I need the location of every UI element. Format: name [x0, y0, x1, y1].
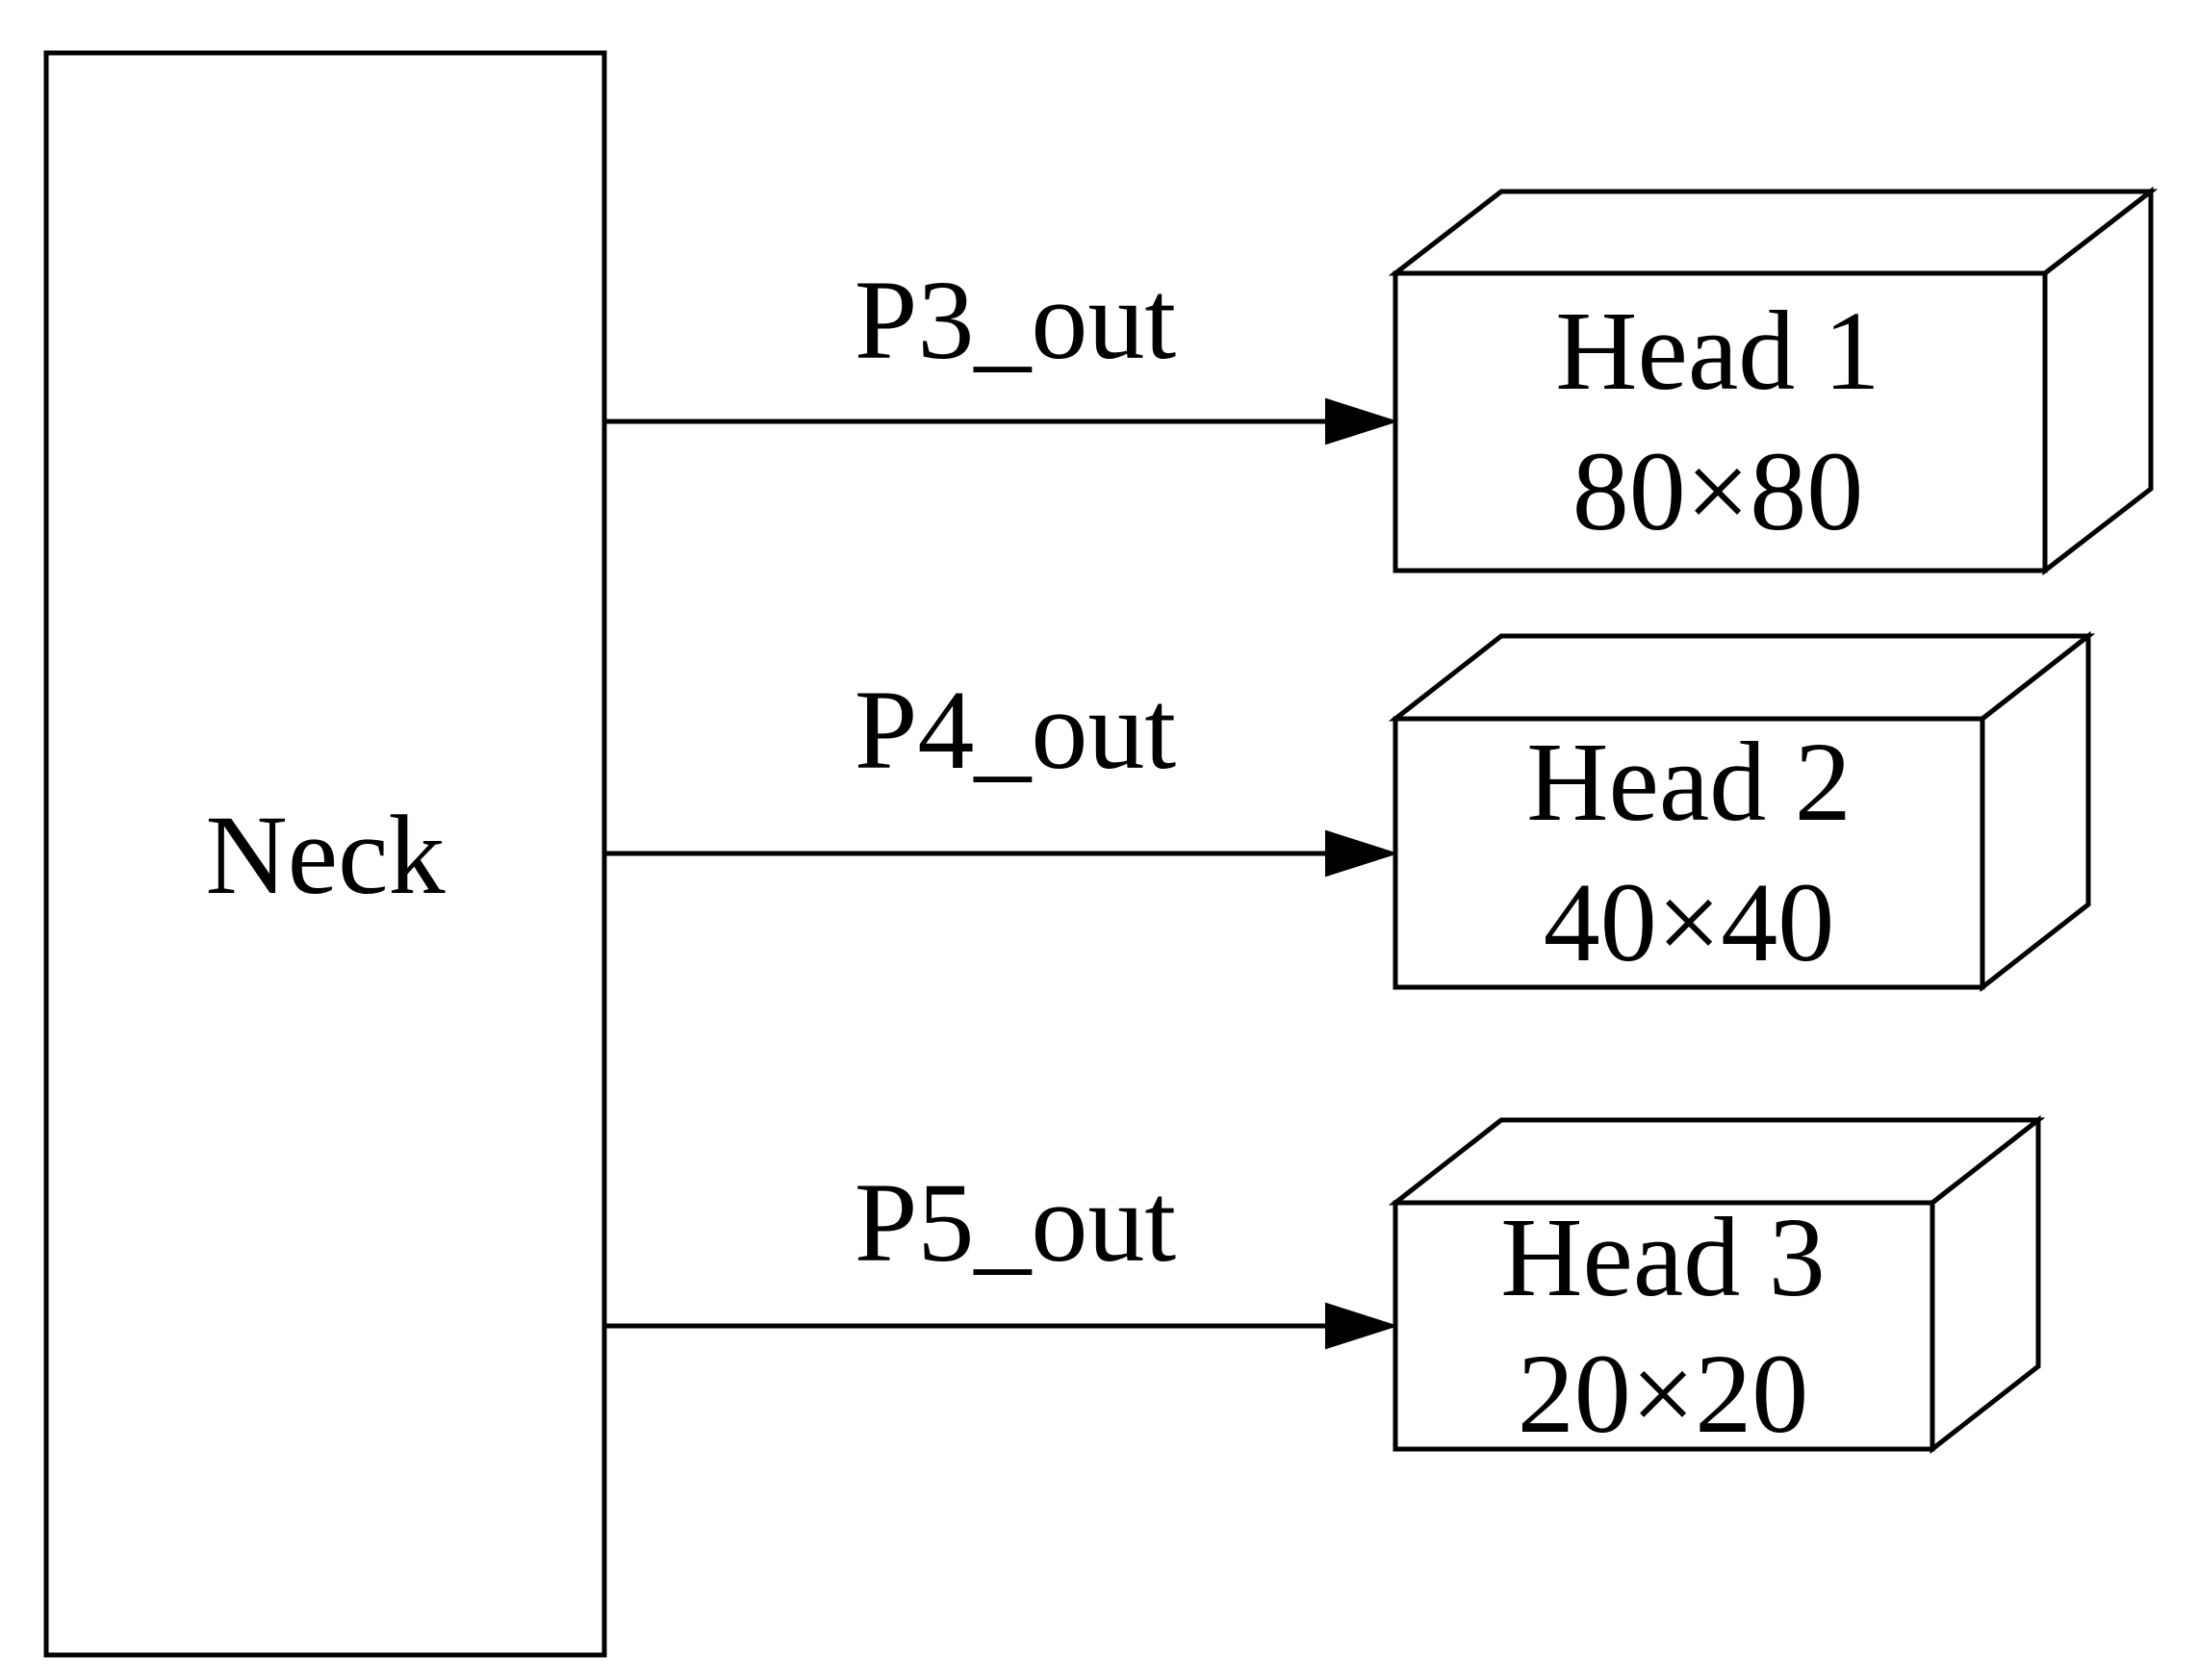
box-front-face	[1393, 270, 2048, 573]
box-top-face	[1388, 189, 2159, 276]
connection-p5: P5_out	[604, 1159, 1399, 1350]
arrowhead-icon	[1325, 1302, 1399, 1350]
head-name: Head 1	[1555, 288, 1879, 414]
connection-p3: P3_out	[604, 257, 1399, 445]
box-top-face	[1388, 633, 2096, 722]
head-2-box: Head 2 40×40	[1388, 630, 2096, 993]
box-front-face	[1393, 1200, 1935, 1452]
head-size: 20×20	[1518, 1331, 1809, 1457]
connection-label: P4_out	[855, 667, 1177, 793]
head-name: Head 2	[1526, 719, 1851, 845]
arrowhead-icon	[1325, 397, 1399, 445]
box-front-face	[1393, 716, 1985, 990]
box-top-face	[1388, 1117, 2046, 1206]
head-1-box: Head 1 80×80	[1388, 186, 2159, 576]
head-size: 80×80	[1572, 428, 1864, 554]
connection-label: P3_out	[855, 257, 1177, 383]
head-size: 40×40	[1544, 859, 1835, 985]
head-3-box: Head 3 20×20	[1388, 1114, 2046, 1457]
neck-label: Neck	[206, 792, 446, 918]
connection-label: P5_out	[855, 1159, 1177, 1285]
arrowhead-icon	[1325, 829, 1399, 878]
head-name: Head 3	[1500, 1194, 1825, 1320]
connection-p4: P4_out	[604, 667, 1399, 878]
neck-block: Neck	[43, 50, 607, 1658]
